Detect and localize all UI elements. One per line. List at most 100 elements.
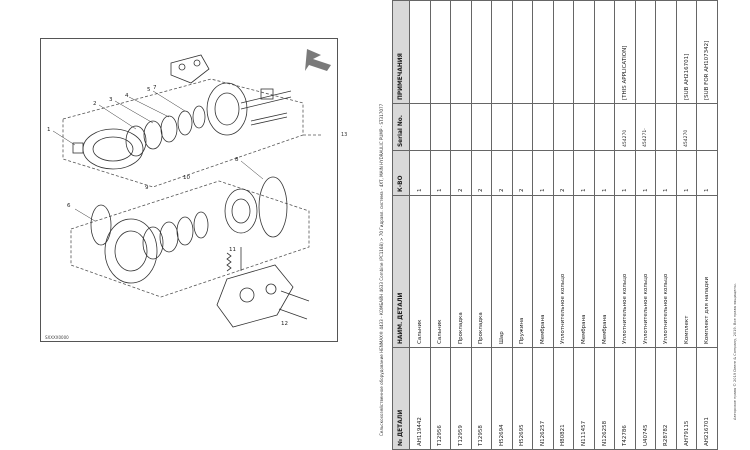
- quantity-cell: 1: [614, 150, 636, 196]
- note-cell: [532, 0, 554, 104]
- header-name: НАИМ. ДЕТАЛИ: [392, 195, 410, 348]
- part-number-cell: H52694: [491, 347, 513, 450]
- part-name-cell: Прокладка: [450, 195, 472, 348]
- quantity-cell: 1: [573, 150, 595, 196]
- note-cell: [471, 0, 492, 104]
- svg-text:9: 9: [145, 185, 149, 191]
- part-number-cell: N126258: [594, 347, 615, 450]
- serial-cell: [471, 103, 492, 151]
- parts-table: № ДЕТАЛИ НАИМ. ДЕТАЛИ К-ВО Serial No. ПР…: [392, 0, 718, 450]
- svg-text:8: 8: [235, 157, 239, 163]
- svg-text:5: 5: [147, 87, 151, 93]
- serial-cell: [532, 103, 554, 151]
- svg-text:12: 12: [281, 321, 288, 327]
- serial-cell: [573, 103, 595, 151]
- part-name-cell: Мембрана: [573, 195, 595, 348]
- quantity-cell: 1: [594, 150, 615, 196]
- diagram-callout-13: 13: [341, 132, 348, 138]
- serial-cell: [430, 103, 451, 151]
- part-name-cell: Мембрана: [594, 195, 615, 348]
- part-number-cell: T12956: [430, 347, 451, 450]
- note-cell: [SUB AH216701]: [676, 0, 697, 104]
- svg-text:10: 10: [183, 175, 190, 181]
- part-name-cell: Комплект для наладки: [696, 195, 718, 348]
- serial-cell: [696, 103, 718, 151]
- document-heading: Сельскохозяйственное оборудование HENMAX…: [379, 103, 384, 436]
- note-cell: [SUB FOR AH107342]: [696, 0, 718, 104]
- svg-text:4: 4: [125, 93, 129, 99]
- quantity-cell: 1: [532, 150, 554, 196]
- copyright-notice: Авторские права © 2019 Deere & Company, …: [733, 283, 737, 420]
- quantity-cell: 1: [676, 150, 697, 196]
- note-cell: [573, 0, 595, 104]
- header-qty: К-ВО: [392, 150, 410, 196]
- header-notes: ПРИМЕЧАНИЯ: [392, 0, 410, 104]
- quantity-cell: 1: [635, 150, 656, 196]
- quantity-cell: 2: [471, 150, 492, 196]
- note-cell: [594, 0, 615, 104]
- part-number-cell: AH119442: [409, 347, 431, 450]
- svg-text:7: 7: [153, 85, 157, 91]
- quantity-cell: 2: [512, 150, 533, 196]
- part-number-cell: AH79115: [676, 347, 697, 450]
- serial-cell: 454271-: [635, 103, 656, 151]
- part-name-cell: Уплотнительное кольцо: [614, 195, 636, 348]
- part-number-cell: T42786: [614, 347, 636, 450]
- serial-cell: [491, 103, 513, 151]
- svg-text:1: 1: [47, 127, 51, 133]
- note-cell: [512, 0, 533, 104]
- serial-cell: [553, 103, 574, 151]
- part-name-cell: Мембрана: [532, 195, 554, 348]
- note-cell: [635, 0, 656, 104]
- note-cell: [450, 0, 472, 104]
- part-name-cell: Сальник: [409, 195, 431, 348]
- part-name-cell: Уплотнительное кольцо: [553, 195, 574, 348]
- diagram-drawing: 1 2 3 4 5 6 7 8 9 10 11 12: [47, 49, 331, 328]
- table-header-row: № ДЕТАЛИ НАИМ. ДЕТАЛИ К-ВО Serial No. ПР…: [392, 0, 410, 450]
- serial-cell: [409, 103, 431, 151]
- part-number-cell: AH216701: [696, 347, 718, 450]
- quantity-cell: 2: [553, 150, 574, 196]
- quantity-cell: 1: [655, 150, 677, 196]
- svg-text:2: 2: [93, 101, 97, 107]
- part-number-cell: N126257: [532, 347, 554, 450]
- svg-text:3: 3: [109, 97, 113, 103]
- part-number-cell: T12959: [450, 347, 472, 450]
- part-number-cell: H80821: [553, 347, 574, 450]
- note-cell: [430, 0, 451, 104]
- part-number-cell: R28782: [655, 347, 677, 450]
- header-serial: Serial No.: [392, 103, 410, 151]
- note-cell: [THIS APPLICATION]: [614, 0, 636, 104]
- part-number-cell: U40745: [635, 347, 656, 450]
- part-name-cell: Комплект: [676, 195, 697, 348]
- quantity-cell: 2: [491, 150, 513, 196]
- serial-cell: 454270: [614, 103, 636, 151]
- serial-cell: 454270: [676, 103, 697, 151]
- svg-text:6: 6: [67, 203, 71, 209]
- part-name-cell: Уплотнительное кольцо: [655, 195, 677, 348]
- quantity-cell: 1: [409, 150, 431, 196]
- part-number-cell: H52695: [512, 347, 533, 450]
- header-part-no: № ДЕТАЛИ: [392, 347, 410, 450]
- part-number-cell: N111457: [573, 347, 595, 450]
- diagram-caption: SXXXX0000: [45, 335, 69, 340]
- note-cell: [409, 0, 431, 104]
- note-cell: [553, 0, 574, 104]
- quantity-cell: 1: [696, 150, 718, 196]
- quantity-cell: 2: [450, 150, 472, 196]
- serial-cell: [594, 103, 615, 151]
